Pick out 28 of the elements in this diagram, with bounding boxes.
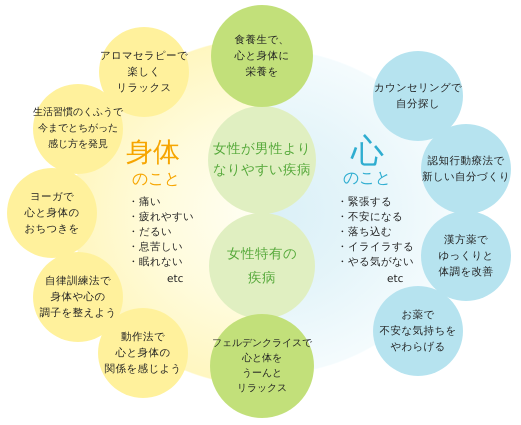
circle-text: 動作法で心と身体の関係を感じよう [104, 330, 182, 377]
list-item: ・眠れない [128, 254, 183, 270]
circle-text: 認知行動療法で新しい自分づくり [422, 154, 510, 185]
circle-text: 漢方薬でゆっくりと体調を改善 [438, 233, 494, 280]
circle-text: アロマセラピーで楽しくリラックス [100, 49, 188, 96]
list-note: etc [167, 272, 184, 286]
section-subheading: のこと [343, 170, 391, 186]
section-heading: 心 [351, 134, 384, 167]
circle-text: 食養生で、心と身体に栄養を [234, 33, 290, 80]
list-item: ・息苦しい [128, 240, 183, 254]
list-item: ・落ち込む [337, 224, 392, 240]
circle-text: 女性特有の疾病 [227, 245, 297, 288]
list-item: ・疲れやすい [128, 210, 194, 224]
list-item: ・やる気がない [337, 254, 414, 270]
list-item: ・痛い [128, 194, 161, 210]
list-item: ・緊張する [337, 194, 392, 210]
circle-text: 女性が男性よりなりやすい疾病 [213, 140, 311, 180]
circle-text: 自律訓練法で身体や心の調子を整えよう [40, 274, 116, 321]
list-item: ・イライラする [337, 240, 414, 254]
circle-text: カウンセリングで自分探し [374, 81, 462, 112]
section-subheading: のこと [132, 171, 180, 187]
section-heading: 身体 [126, 139, 180, 166]
list-item: ・だるい [128, 224, 172, 240]
list-item: ・不安になる [337, 210, 403, 224]
list-note: etc [387, 272, 404, 286]
circle-text: ヨーガで心と身体のおちつきを [24, 190, 80, 237]
circle-text: お薬で不安な気持ちをやわらげる [380, 308, 456, 355]
circle-text: 生活習慣のくふうで今までとちがった感じ方を発見 [33, 106, 123, 152]
